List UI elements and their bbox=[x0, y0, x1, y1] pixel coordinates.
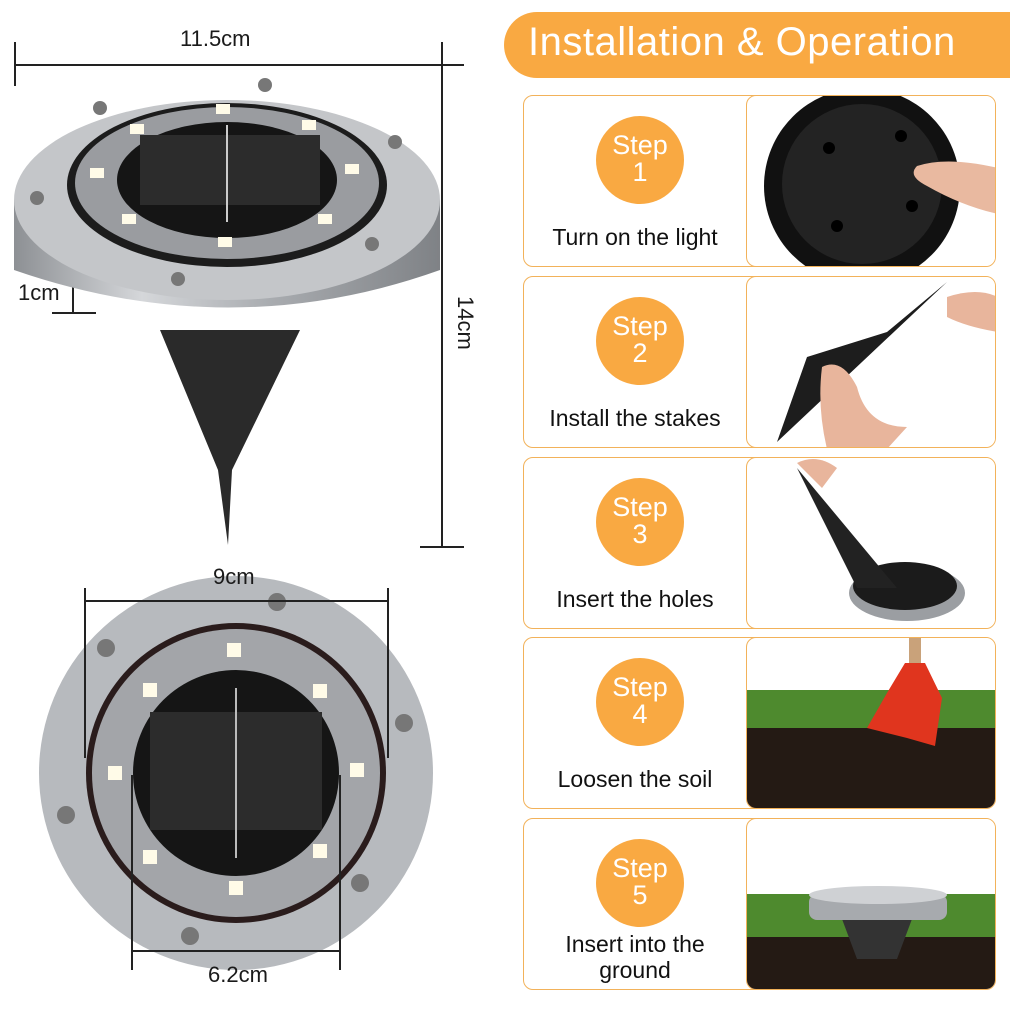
step-word: Step bbox=[612, 492, 668, 522]
step-badge: Step 3 bbox=[596, 478, 684, 566]
step-photo-attach-stake bbox=[746, 277, 995, 447]
step-card-1: Step 1 Turn on the light bbox=[523, 95, 996, 267]
step-word: Step bbox=[612, 672, 668, 702]
step-info: Step 4 Loosen the soil bbox=[524, 638, 746, 808]
step-number: 1 bbox=[632, 157, 648, 187]
step-instruction: Turn on the light bbox=[552, 224, 718, 250]
step-instruction-line1: Insert into the bbox=[565, 931, 705, 957]
step-number: 2 bbox=[632, 338, 648, 368]
side-view-illustration bbox=[14, 78, 440, 545]
step-badge: Step 2 bbox=[596, 297, 684, 385]
dim-line-outer bbox=[85, 600, 388, 602]
step-number: 3 bbox=[632, 519, 648, 549]
step-info: Step 5 Insert into the ground bbox=[524, 819, 746, 989]
step-instruction: Loosen the soil bbox=[557, 766, 713, 792]
step-photo-light-in-ground bbox=[746, 819, 995, 989]
step-instruction: Insert the holes bbox=[556, 586, 714, 612]
dim-panel-diameter: 6.2cm bbox=[208, 962, 268, 987]
step-card-5: Step 5 Insert into the ground bbox=[523, 818, 996, 990]
step-photo-shovel-in-soil bbox=[746, 638, 995, 808]
step-instruction: Insert into the ground bbox=[524, 931, 746, 983]
top-view-illustration bbox=[39, 576, 433, 970]
product-side-view: 11.5cm 14cm 1cm bbox=[0, 0, 480, 560]
step-badge: Step 4 bbox=[596, 658, 684, 746]
step-badge: Step 1 bbox=[596, 116, 684, 204]
step-photo-stake-into-base bbox=[746, 458, 995, 628]
step-word: Step bbox=[612, 311, 668, 341]
step-instruction-line2: ground bbox=[599, 957, 671, 983]
dim-line-top bbox=[14, 64, 464, 66]
product-top-view: 9cm 6.2cm bbox=[0, 560, 480, 1010]
step-card-4: Step 4 Loosen the soil bbox=[523, 637, 996, 809]
dim-tick-panel-left bbox=[131, 775, 133, 970]
step-instruction: Install the stakes bbox=[549, 405, 721, 431]
dim-rim-height: 1cm bbox=[18, 280, 60, 305]
dim-tick-outer-right bbox=[387, 588, 389, 758]
dim-tick-left bbox=[14, 42, 16, 86]
step-word: Step bbox=[612, 130, 668, 160]
dim-outer-diameter: 9cm bbox=[213, 564, 255, 589]
step-card-2: Step 2 Install the stakes bbox=[523, 276, 996, 448]
step-number: 5 bbox=[632, 880, 648, 910]
step-card-3: Step 3 Insert the holes bbox=[523, 457, 996, 629]
step-photo-switch-on bbox=[746, 96, 995, 266]
step-info: Step 3 Insert the holes bbox=[524, 458, 746, 628]
section-banner: Installation & Operation bbox=[504, 12, 1010, 78]
dim-tick-outer-left bbox=[84, 588, 86, 758]
dim-rim-tick-bottom bbox=[52, 312, 96, 314]
step-info: Step 1 Turn on the light bbox=[524, 96, 746, 266]
dim-tick-panel-right bbox=[339, 775, 341, 970]
dim-top-width: 11.5cm bbox=[180, 26, 251, 51]
dim-tick-bottom bbox=[420, 546, 464, 548]
banner-title: Installation & Operation bbox=[528, 20, 956, 64]
step-number: 4 bbox=[632, 699, 648, 729]
dim-line-panel bbox=[132, 950, 340, 952]
step-info: Step 2 Install the stakes bbox=[524, 277, 746, 447]
step-badge: Step 5 bbox=[596, 839, 684, 927]
dim-rim-line bbox=[72, 268, 74, 314]
dim-line-height bbox=[441, 42, 443, 548]
step-word: Step bbox=[612, 853, 668, 883]
